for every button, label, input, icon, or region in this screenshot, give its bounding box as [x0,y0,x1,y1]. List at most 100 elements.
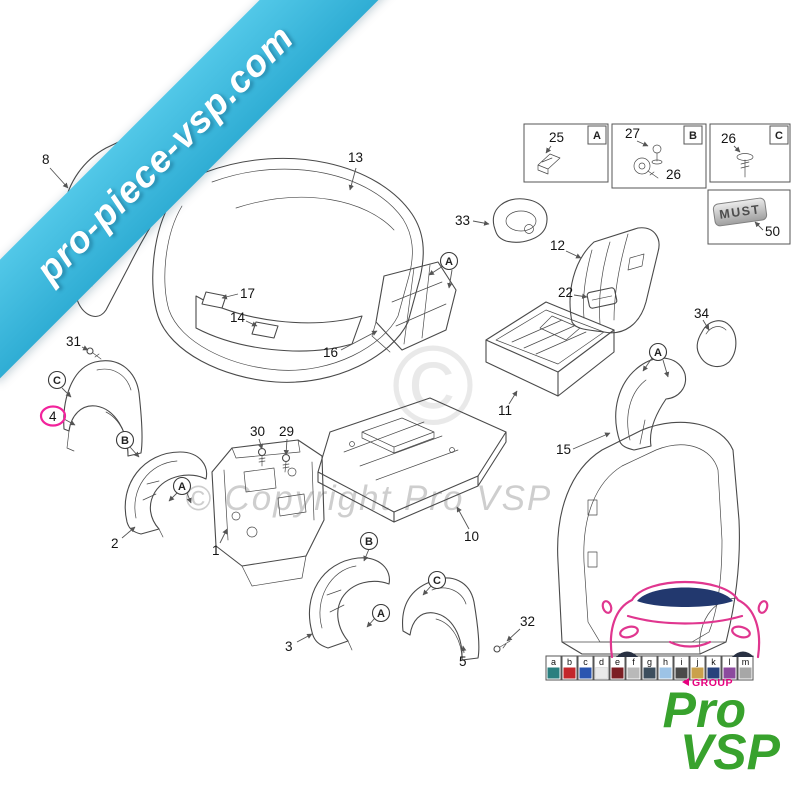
mirror-right [757,600,769,614]
part-10-floor-pan [317,397,507,523]
legend-letter-a: A [593,130,601,142]
color-swatch-g: g [641,655,658,681]
part-label-16: 16 [323,345,338,360]
color-swatch-d: d [593,655,610,681]
part-label-22: 22 [558,285,573,300]
svg-text:d: d [599,657,604,667]
push-pin-icon [651,144,663,165]
color-swatch-strip: a b c d e f g h i j k l m [545,655,754,681]
part-33-bezel [492,198,548,243]
body-side-frame-right [557,421,740,655]
legend-part-26b-label: 26 [666,167,681,182]
legend-part-26c-label: 26 [721,131,736,146]
part-label-12: 12 [550,238,565,253]
part-2-wheel-arch-liner [124,451,208,538]
svg-text:A: A [377,608,385,620]
rivet-icon [736,153,754,178]
part-5-front-fender [401,577,480,661]
leader-lines [49,167,710,654]
callout-letter-b-liner3: B [359,531,379,551]
group-label: GROUP [682,677,733,689]
legend-part-50-label: 50 [765,224,780,239]
svg-text:m: m [742,657,750,667]
headlight-right [731,625,751,639]
color-swatch-c: c [577,655,594,681]
color-swatch-f: f [625,655,642,681]
part-label-32: 32 [520,614,535,629]
color-swatch-b: b [561,655,578,681]
callout-letter-a-bracket16: A [439,251,459,271]
svg-text:l: l [729,657,731,667]
svg-text:e: e [615,657,620,667]
legend-box-c: C 26 [709,123,791,183]
mirror-left [601,600,613,614]
color-swatch-i: i [673,655,690,681]
svg-text:f: f [632,657,635,667]
legend-box-b: B 27 26 [611,123,707,189]
part-label-13: 13 [348,150,363,165]
svg-text:b: b [567,657,572,667]
screw-32-icon [493,640,511,653]
part-label-4: 4 [49,409,57,424]
part-11-floor-tray [485,301,615,397]
bolt-29-icon [281,453,291,473]
callout-letter-c-fender5: C [427,570,447,590]
svg-text:A: A [445,256,453,268]
part-label-31: 31 [66,334,81,349]
legend-box-a: A 25 [523,123,609,183]
grommet-icon [633,157,659,179]
part-label-15: 15 [556,442,571,457]
part-12-rear-inner-panel [569,227,660,334]
callout-letter-a-liner3: A [371,603,391,623]
svg-text:j: j [696,657,699,667]
callout-letter-a-wheelhouse15: A [648,342,668,362]
must-logo: MUST [712,197,768,227]
provsp-logo-pro: Pro [663,682,746,738]
wheel-left [616,651,638,657]
part-label-33: 33 [455,213,470,228]
legend-letter-c: C [775,130,783,142]
part-3-wheel-arch-liner [308,557,390,651]
color-swatch-k: k [705,655,722,681]
part-label-30: 30 [250,424,265,439]
part-label-3: 3 [285,639,293,654]
color-swatch-l: l [721,655,738,681]
part-label-14: 14 [230,310,246,325]
part-34-side-piece [696,320,737,368]
callout-letter-a-liner2: A [172,476,192,496]
color-swatch-j: j [689,655,706,681]
part-label-8: 8 [42,152,50,167]
svg-text:B: B [365,536,373,548]
svg-text:B: B [121,435,129,447]
svg-text:A: A [654,347,662,359]
part-22-small-plate [586,287,618,309]
color-swatch-e: e [609,655,626,681]
part-15-wheelhouse-panel [615,357,687,451]
svg-text:g: g [647,657,652,667]
left-arrow-icon [682,678,689,686]
provsp-logo-vsp: VSP [680,724,781,780]
color-swatch-m: m [737,655,754,681]
legend-letter-b: B [689,130,697,142]
part-13-roof-panel [152,157,424,383]
legend-box-brand: MUST 50 [707,189,791,245]
clip-icon [537,153,561,175]
part-label-17: 17 [240,286,255,301]
highlighted-part-4-label: 4 [39,405,67,427]
svg-text:i: i [681,657,683,667]
part-16-bracket-panel [371,261,457,353]
part-number-labels: 8 13 33 12 22 34 17 14 16 31 11 15 30 29… [42,150,710,669]
legend-part-25-label: 25 [549,130,564,145]
part-label-1: 1 [212,543,220,558]
big-copyright-watermark: © [392,323,475,448]
svg-text:k: k [711,657,716,667]
car-sketch [601,580,769,659]
headlight-left [619,625,639,639]
svg-text:a: a [551,657,556,667]
wheel-right [732,651,754,657]
part-label-34: 34 [694,306,710,321]
screw-31-icon [86,347,102,360]
svg-text:C: C [53,375,61,387]
